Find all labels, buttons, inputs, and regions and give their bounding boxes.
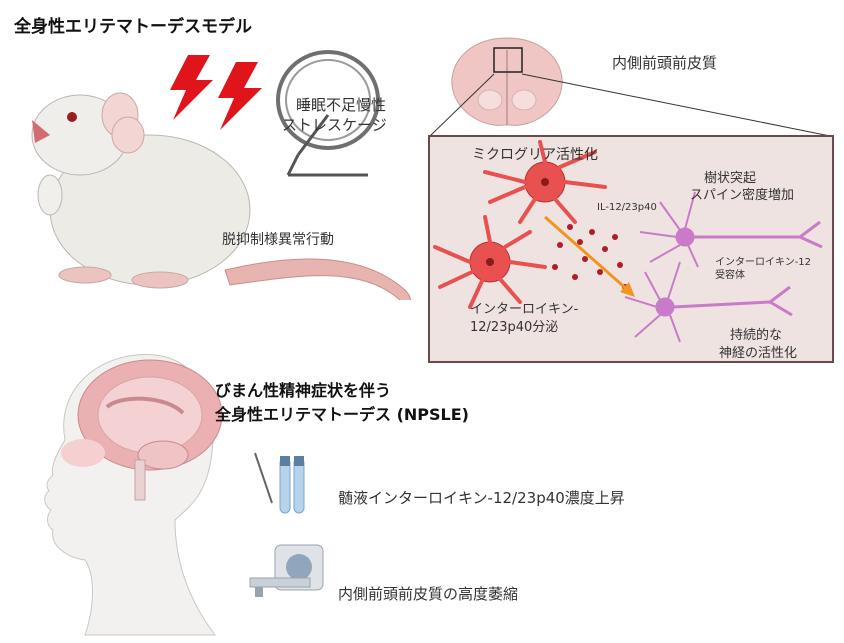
- neuron-label-2: 神経の活性化: [719, 342, 797, 361]
- receptor-label-2: 受容体: [715, 266, 745, 281]
- npsle-title-1: びまん性精神症状を伴う: [215, 377, 391, 401]
- finding-atrophy: 内側前頭前皮質の高度萎縮: [338, 583, 518, 604]
- stress-label-2: ストレスケージ: [282, 114, 387, 135]
- stress-lightning-icon: [158, 50, 278, 145]
- finding-csf: 髄液インターロイキン-12/23p40濃度上昇: [338, 487, 625, 508]
- mri-scanner-icon: [245, 540, 330, 602]
- secretion-label-1: インターロイキン-: [470, 298, 578, 317]
- npsle-title-2: 全身性エリテマトーデス (NPSLE): [215, 401, 469, 425]
- microglia-label: ミクログリア活性化: [472, 144, 598, 164]
- il-label: IL-12/23p40: [597, 202, 657, 213]
- spine-label-2: スパイン密度増加: [690, 184, 794, 203]
- neuron-label-1: 持続的な: [730, 324, 782, 343]
- human-head-illustration: [25, 345, 225, 640]
- microglia-cell-2: [435, 217, 545, 307]
- stress-label-1: 睡眠不足慢性: [296, 94, 386, 115]
- test-tube-icon: [250, 448, 310, 520]
- secretion-label-2: 12/23p40分泌: [470, 316, 558, 335]
- behavior-label: 脱抑制様異常行動: [222, 229, 334, 249]
- diagram-title: 全身性エリテマトーデスモデル: [14, 12, 252, 37]
